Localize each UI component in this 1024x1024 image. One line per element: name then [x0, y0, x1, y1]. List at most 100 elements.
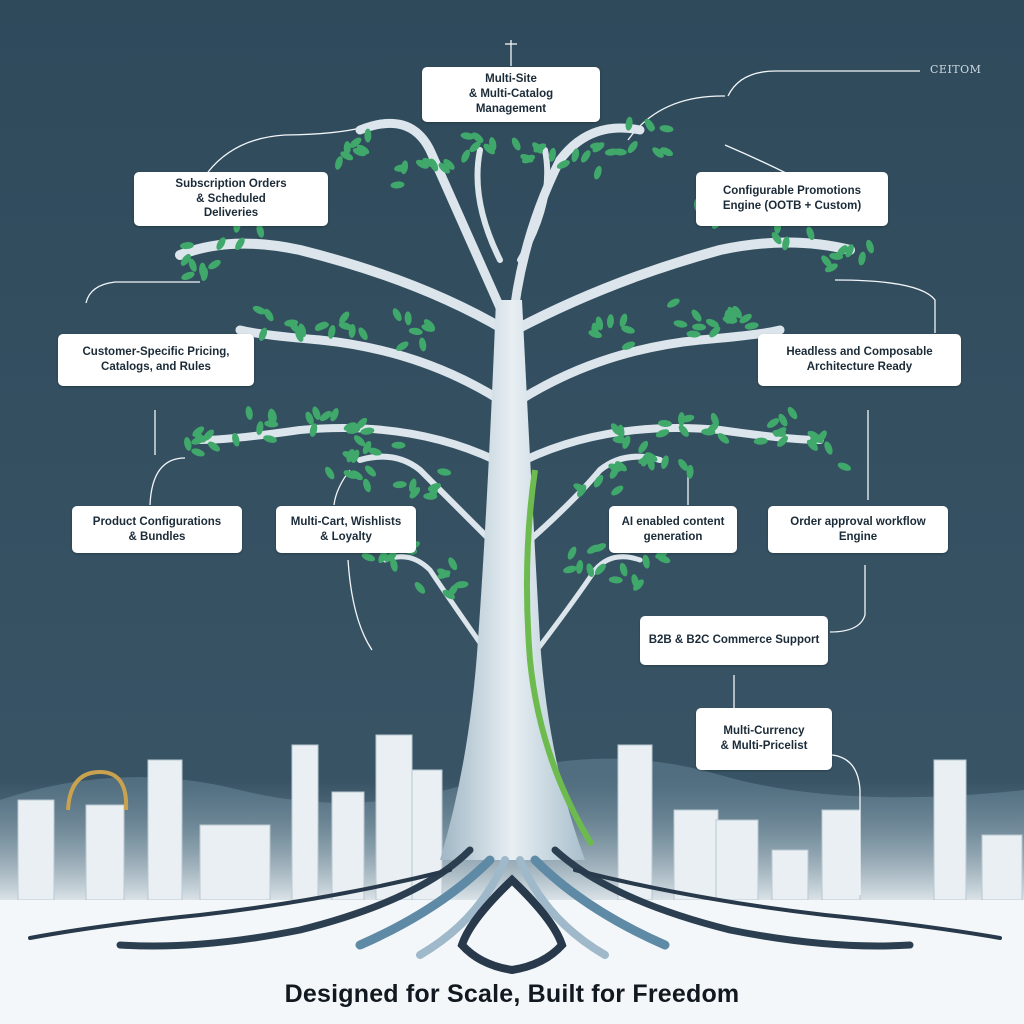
- leaf: [586, 563, 595, 577]
- leaf: [771, 232, 782, 245]
- leaf: [807, 430, 821, 440]
- leaf: [454, 581, 469, 589]
- tree-branch: [515, 325, 785, 405]
- leaf: [438, 162, 450, 174]
- leaf: [356, 144, 370, 155]
- leaf: [593, 474, 604, 488]
- leaf: [608, 463, 622, 472]
- leaf: [391, 441, 406, 449]
- leaf: [469, 141, 481, 153]
- leaf: [483, 143, 495, 155]
- leaf: [611, 485, 624, 496]
- tree-branch: [517, 147, 551, 263]
- leaf: [824, 441, 833, 455]
- leaf: [806, 226, 815, 241]
- feature-customer-specific-pricing: Customer-Specific Pricing, Catalogs, and…: [58, 334, 254, 386]
- leaf: [571, 148, 580, 163]
- leaf: [409, 486, 421, 499]
- leaf: [368, 447, 382, 456]
- leaf: [778, 413, 788, 427]
- leaf: [415, 159, 429, 169]
- leaf: [216, 237, 226, 250]
- leaf: [184, 437, 192, 451]
- leaf: [660, 147, 674, 157]
- leaf: [400, 160, 409, 175]
- leaf: [429, 158, 439, 172]
- leaf: [667, 298, 680, 308]
- leaf: [256, 421, 264, 436]
- leaf: [194, 432, 206, 443]
- leaf: [659, 125, 674, 133]
- leaf: [563, 565, 577, 574]
- leaf: [305, 411, 314, 425]
- tree-branch: [474, 147, 503, 263]
- leaf: [263, 435, 277, 443]
- leaf: [627, 141, 638, 154]
- leaf: [414, 582, 426, 594]
- leaf: [586, 544, 600, 554]
- leaf: [256, 224, 265, 238]
- leaf: [419, 337, 427, 352]
- leaf: [208, 259, 221, 270]
- leaf: [592, 142, 605, 153]
- tree-root: [28, 868, 452, 940]
- caption: Designed for Scale, Built for Freedom: [284, 980, 740, 1008]
- leaf: [717, 433, 730, 444]
- trunk-green-stripe: [523, 469, 595, 847]
- tree-branch: [527, 453, 663, 543]
- leaf: [836, 245, 848, 257]
- leaf: [390, 181, 405, 189]
- lock-icon: [66, 769, 129, 811]
- feature-multi-site: Multi-Site & Multi-Catalog Management: [422, 67, 600, 122]
- leaf: [343, 141, 351, 156]
- tree-branch: [507, 123, 645, 335]
- leaf: [335, 156, 343, 170]
- leaf: [298, 323, 307, 338]
- root-center: [457, 874, 567, 975]
- corner-label: CEITOM: [930, 63, 982, 76]
- leaf: [423, 319, 435, 331]
- leaf: [644, 452, 658, 462]
- leaf: [309, 423, 318, 437]
- leaf: [655, 429, 670, 438]
- leaf: [652, 147, 664, 158]
- leaf: [203, 429, 215, 441]
- leaf: [621, 325, 635, 334]
- feature-ai-content: AI enabled content generation: [609, 506, 737, 553]
- leaf: [657, 554, 671, 564]
- leaf: [258, 327, 268, 341]
- leaf: [268, 408, 277, 423]
- leaf: [245, 406, 253, 420]
- leaf: [612, 148, 627, 156]
- leaf: [678, 424, 689, 437]
- leaf: [532, 142, 543, 154]
- leaf: [363, 478, 371, 493]
- leaf: [235, 237, 245, 251]
- leaf: [673, 320, 688, 328]
- tree-root: [516, 856, 609, 959]
- leaf: [392, 481, 407, 489]
- leaf: [787, 406, 798, 420]
- leaf: [325, 466, 335, 480]
- tree-trunk: [440, 300, 585, 860]
- leaf: [625, 116, 633, 131]
- leaf: [744, 322, 759, 330]
- leaf: [522, 154, 536, 164]
- leaf: [188, 258, 197, 272]
- leaf: [340, 151, 354, 161]
- leaf: [821, 255, 832, 268]
- leaf: [364, 465, 377, 477]
- leaf: [232, 432, 240, 447]
- leaf: [339, 311, 350, 324]
- tree-root: [573, 868, 1002, 940]
- leaf: [608, 576, 623, 584]
- leaf: [686, 464, 694, 479]
- leaf: [350, 470, 363, 481]
- leaf: [645, 118, 654, 132]
- leaf: [437, 568, 450, 578]
- leaf: [595, 316, 604, 331]
- feature-product-configurations: Product Configurations & Bundles: [72, 506, 242, 553]
- leaf: [615, 461, 627, 472]
- leaf: [777, 435, 788, 447]
